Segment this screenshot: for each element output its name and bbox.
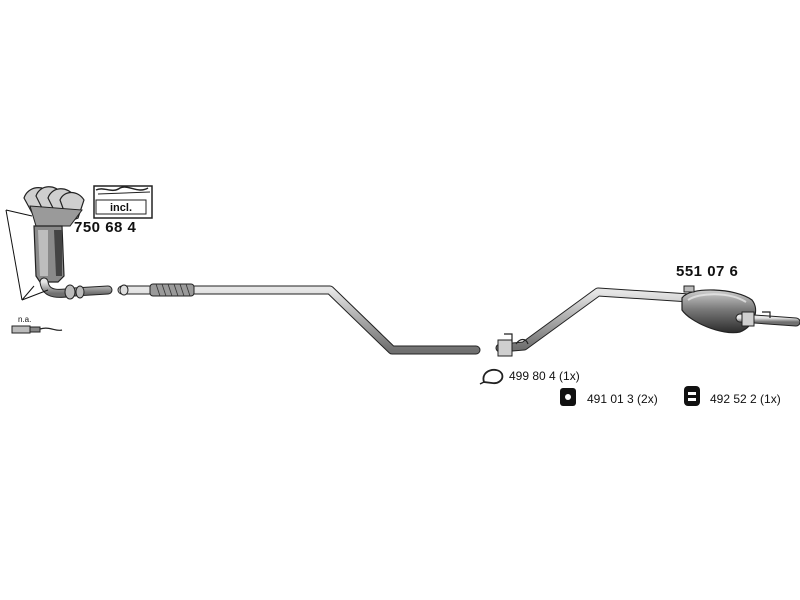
clamp-ring-icon bbox=[479, 368, 504, 385]
accessory-label-mount: 491 01 3 (2x) bbox=[587, 392, 658, 406]
rear-muffler bbox=[681, 285, 757, 334]
front-pipe bbox=[117, 284, 481, 355]
accessory-label-hanger: 492 52 2 (1x) bbox=[710, 392, 781, 406]
rear-pipe bbox=[495, 287, 695, 357]
flex-pipe bbox=[149, 283, 195, 297]
rubber-mount-icon bbox=[560, 388, 576, 406]
rubber-hanger-icon bbox=[684, 386, 700, 406]
exhaust-manifold bbox=[23, 186, 113, 300]
tail-pipe bbox=[735, 311, 800, 327]
manifold-part-number: 750 68 4 bbox=[74, 219, 137, 236]
sensor-not-available-note: n.a. bbox=[18, 315, 32, 324]
accessory-label-clamp: 499 80 4 (1x) bbox=[509, 369, 580, 383]
included-label: incl. bbox=[110, 202, 133, 214]
included-gasket-box bbox=[93, 185, 153, 219]
sensor-pointer-lines bbox=[5, 209, 49, 301]
lambda-sensor-icon bbox=[11, 325, 63, 334]
rear-muffler-part-number: 551 07 6 bbox=[676, 263, 739, 280]
